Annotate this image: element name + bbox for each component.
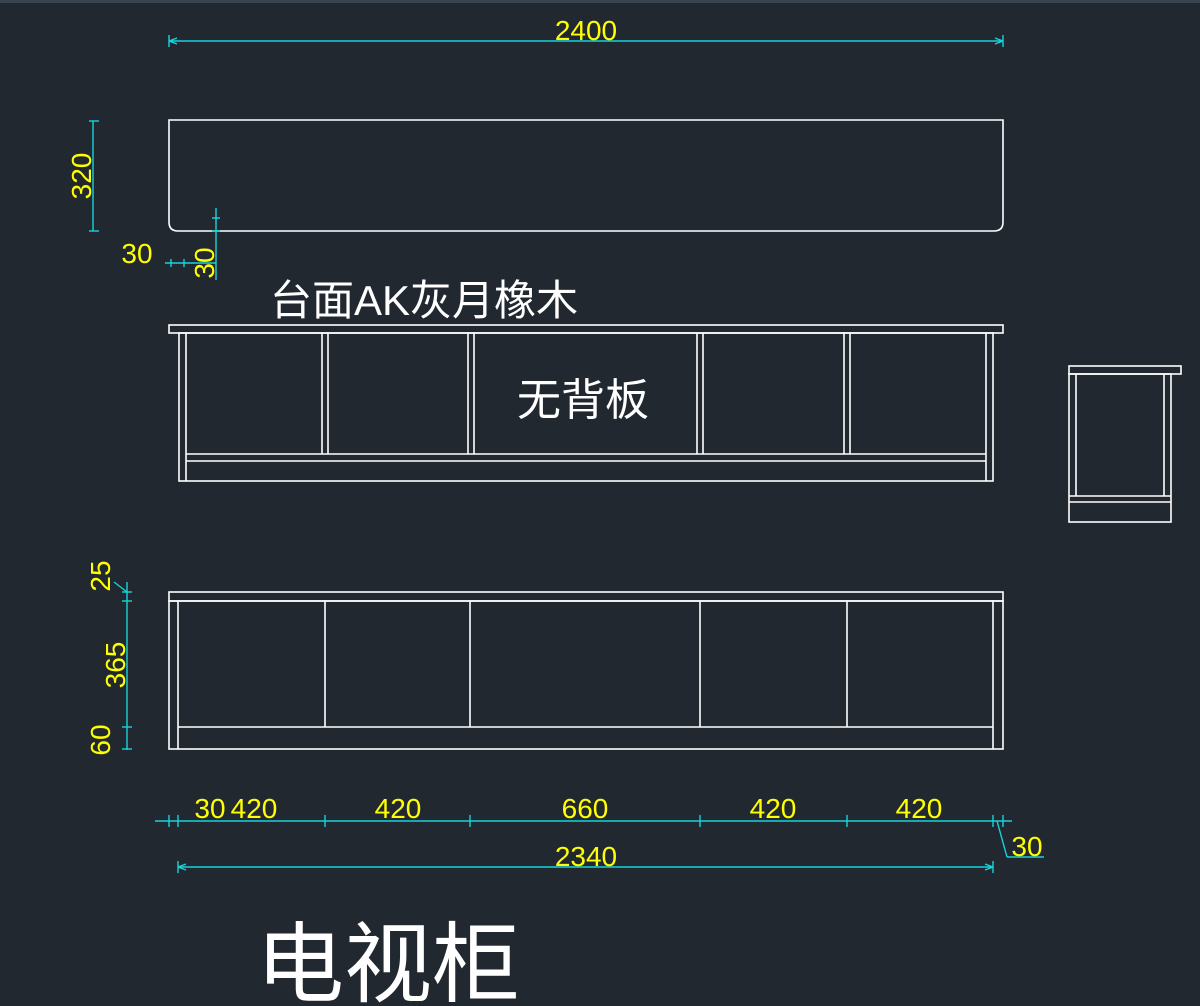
side-elevation [1068,365,1182,523]
front-elevation-upper [168,324,1004,482]
label-no-back-panel: 无背板 [517,376,649,425]
dim-text-seg-3: 660 [562,793,609,824]
front-elevation-lower [168,591,1004,750]
dim-text-2400: 2400 [555,15,617,46]
dim-depth-320: 320 [66,120,99,232]
dim-vertical-front: 25 365 60 [85,560,132,756]
drawing-title: 电视柜 [256,915,520,1006]
dim-text-seg-right: 30 [1011,831,1042,862]
dim-text-seg-1: 420 [231,793,278,824]
dim-total-bottom: 2340 [177,841,994,873]
dim-text-seg-left: 30 [194,793,225,824]
dim-text-seg-5: 420 [896,793,943,824]
window-top-border [0,0,1200,3]
dim-text-60: 60 [85,724,116,755]
dim-text-25: 25 [85,560,116,591]
dim-text-seg-2: 420 [375,793,422,824]
dim-top-width: 2400 [168,15,1004,47]
dim-corner: 30 30 [121,208,220,280]
top-plan-outline [168,119,1004,232]
dim-text-2340: 2340 [555,841,617,872]
dim-text-365: 365 [100,642,131,689]
dim-text-seg-4: 420 [750,793,797,824]
dim-text-corner-x: 30 [121,238,152,269]
dim-segments: 30 420 420 660 420 420 30 [155,793,1044,862]
label-top-material: 台面AK灰月橡木 [270,277,578,324]
dim-text-320: 320 [66,153,97,200]
dim-text-corner-y: 30 [189,247,220,278]
